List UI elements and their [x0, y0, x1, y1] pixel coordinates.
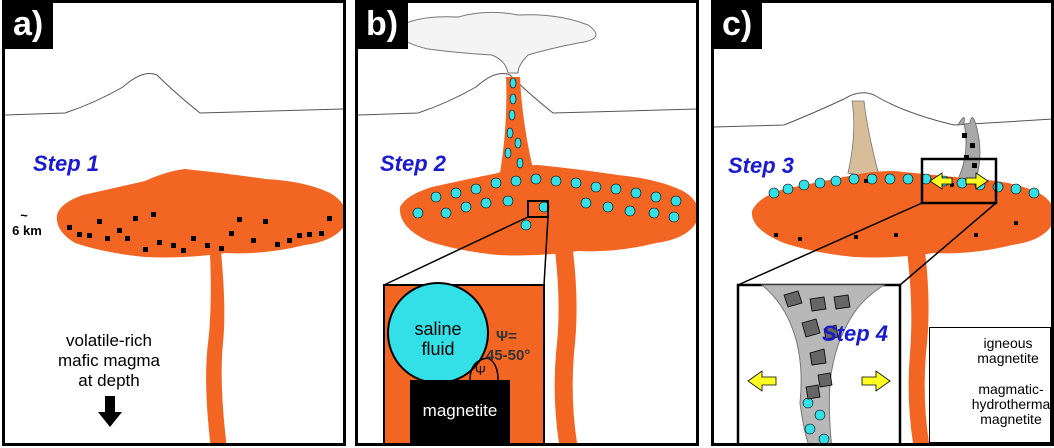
angle-symbol: Ψ=: [496, 328, 517, 345]
volcano-outline: [714, 92, 1051, 128]
panel-a: a) Step 1 ~ 6 km volatile-rich mafic mag…: [2, 0, 346, 446]
fluid-bubbles-chamber: [412, 173, 682, 231]
vein-fill: [760, 284, 886, 443]
magma-chamber: [751, 171, 1051, 258]
legend-igneous-line-2: magnetite: [977, 350, 1039, 366]
zoom-box: [527, 200, 549, 218]
legend-hydrothermal-line-1: magmatic-: [978, 381, 1044, 397]
legend-hydrothermal-line-2: hydrotherma: [971, 396, 1051, 412]
magma-conduit: [206, 233, 227, 443]
step-4-label: Step 4: [822, 321, 889, 346]
fluid-bubbles-conduit: [504, 77, 524, 169]
right-arrow-icon: [965, 172, 989, 190]
legend-igneous: igneous magnetite: [964, 335, 1051, 366]
step-2-label: Step 2: [380, 151, 447, 176]
depth-label: 6 km: [12, 223, 42, 238]
ash-vent: [847, 100, 881, 180]
inset-right-arrow-icon: [861, 370, 891, 392]
panel-label-a: a): [5, 3, 54, 49]
zoom-line-left: [383, 216, 529, 286]
panel-a-drawing: [5, 73, 343, 443]
panel-b-drawing: [358, 11, 696, 443]
magnetite-block: [410, 380, 510, 443]
inset-left-arrow-icon: [747, 370, 777, 392]
left-arrow-icon: [929, 172, 953, 190]
panel-b: b) Step 2 saline fluid Ψ= 45-50° Ψ magne…: [355, 0, 699, 446]
ash-cloud: [397, 11, 597, 74]
zoom-line-right: [543, 216, 549, 286]
hydrothermal-magnetite-grains: [783, 290, 851, 400]
legend-igneous-line-1: igneous: [983, 335, 1033, 351]
zoom-line-left: [737, 202, 923, 286]
step-1-label: Step 1: [33, 151, 100, 176]
panel-c-drawing: [714, 92, 1051, 443]
zoom-box: [920, 157, 998, 205]
vein-fluid-bubbles: [802, 397, 830, 443]
fluid-label-line-1: saline: [414, 319, 462, 339]
description-line-2: mafic magma: [57, 351, 161, 370]
igneous-magnetite-grains: [67, 212, 332, 253]
small-psi: Ψ: [475, 363, 486, 378]
volcano-outline: [5, 73, 343, 116]
fluid-label-line-2: fluid: [421, 339, 455, 359]
depth-tilde: ~: [20, 208, 28, 223]
description-line-3: at depth: [78, 371, 140, 390]
zoom-line-right: [899, 202, 997, 286]
lower-conduit: [554, 243, 578, 443]
panel-label-c: c): [714, 3, 763, 49]
legend-box: igneous magnetite magmatic- hydrotherma …: [929, 327, 1051, 443]
upper-conduit: [500, 77, 534, 173]
fluid-label: saline fluid: [392, 319, 484, 359]
fluid-bubbles-chamber: [768, 173, 1040, 199]
volcano-outline: [358, 73, 696, 116]
legend-hydrothermal-line-3: magnetite: [980, 411, 1042, 427]
magma-conduit: [906, 243, 930, 443]
panel-c: c) Step 3 Step 4 igneous magnetite magma…: [711, 0, 1054, 446]
angle-value: 45-50°: [486, 347, 531, 364]
contact-angle-arc: [469, 357, 499, 381]
hydrothermal-vent: [957, 117, 981, 180]
igneous-magnetite-grains: [774, 133, 1018, 241]
step-3-label: Step 3: [728, 153, 795, 178]
description-line-1: volatile-rich: [66, 331, 152, 350]
legend-hydrothermal: magmatic- hydrotherma magnetite: [970, 381, 1051, 427]
magma-chamber: [56, 169, 343, 258]
panel-label-b: b): [358, 3, 409, 49]
magnetite-label: magnetite: [422, 401, 498, 420]
magma-description: volatile-rich mafic magma at depth: [49, 331, 169, 391]
down-arrow-icon: [98, 396, 122, 427]
